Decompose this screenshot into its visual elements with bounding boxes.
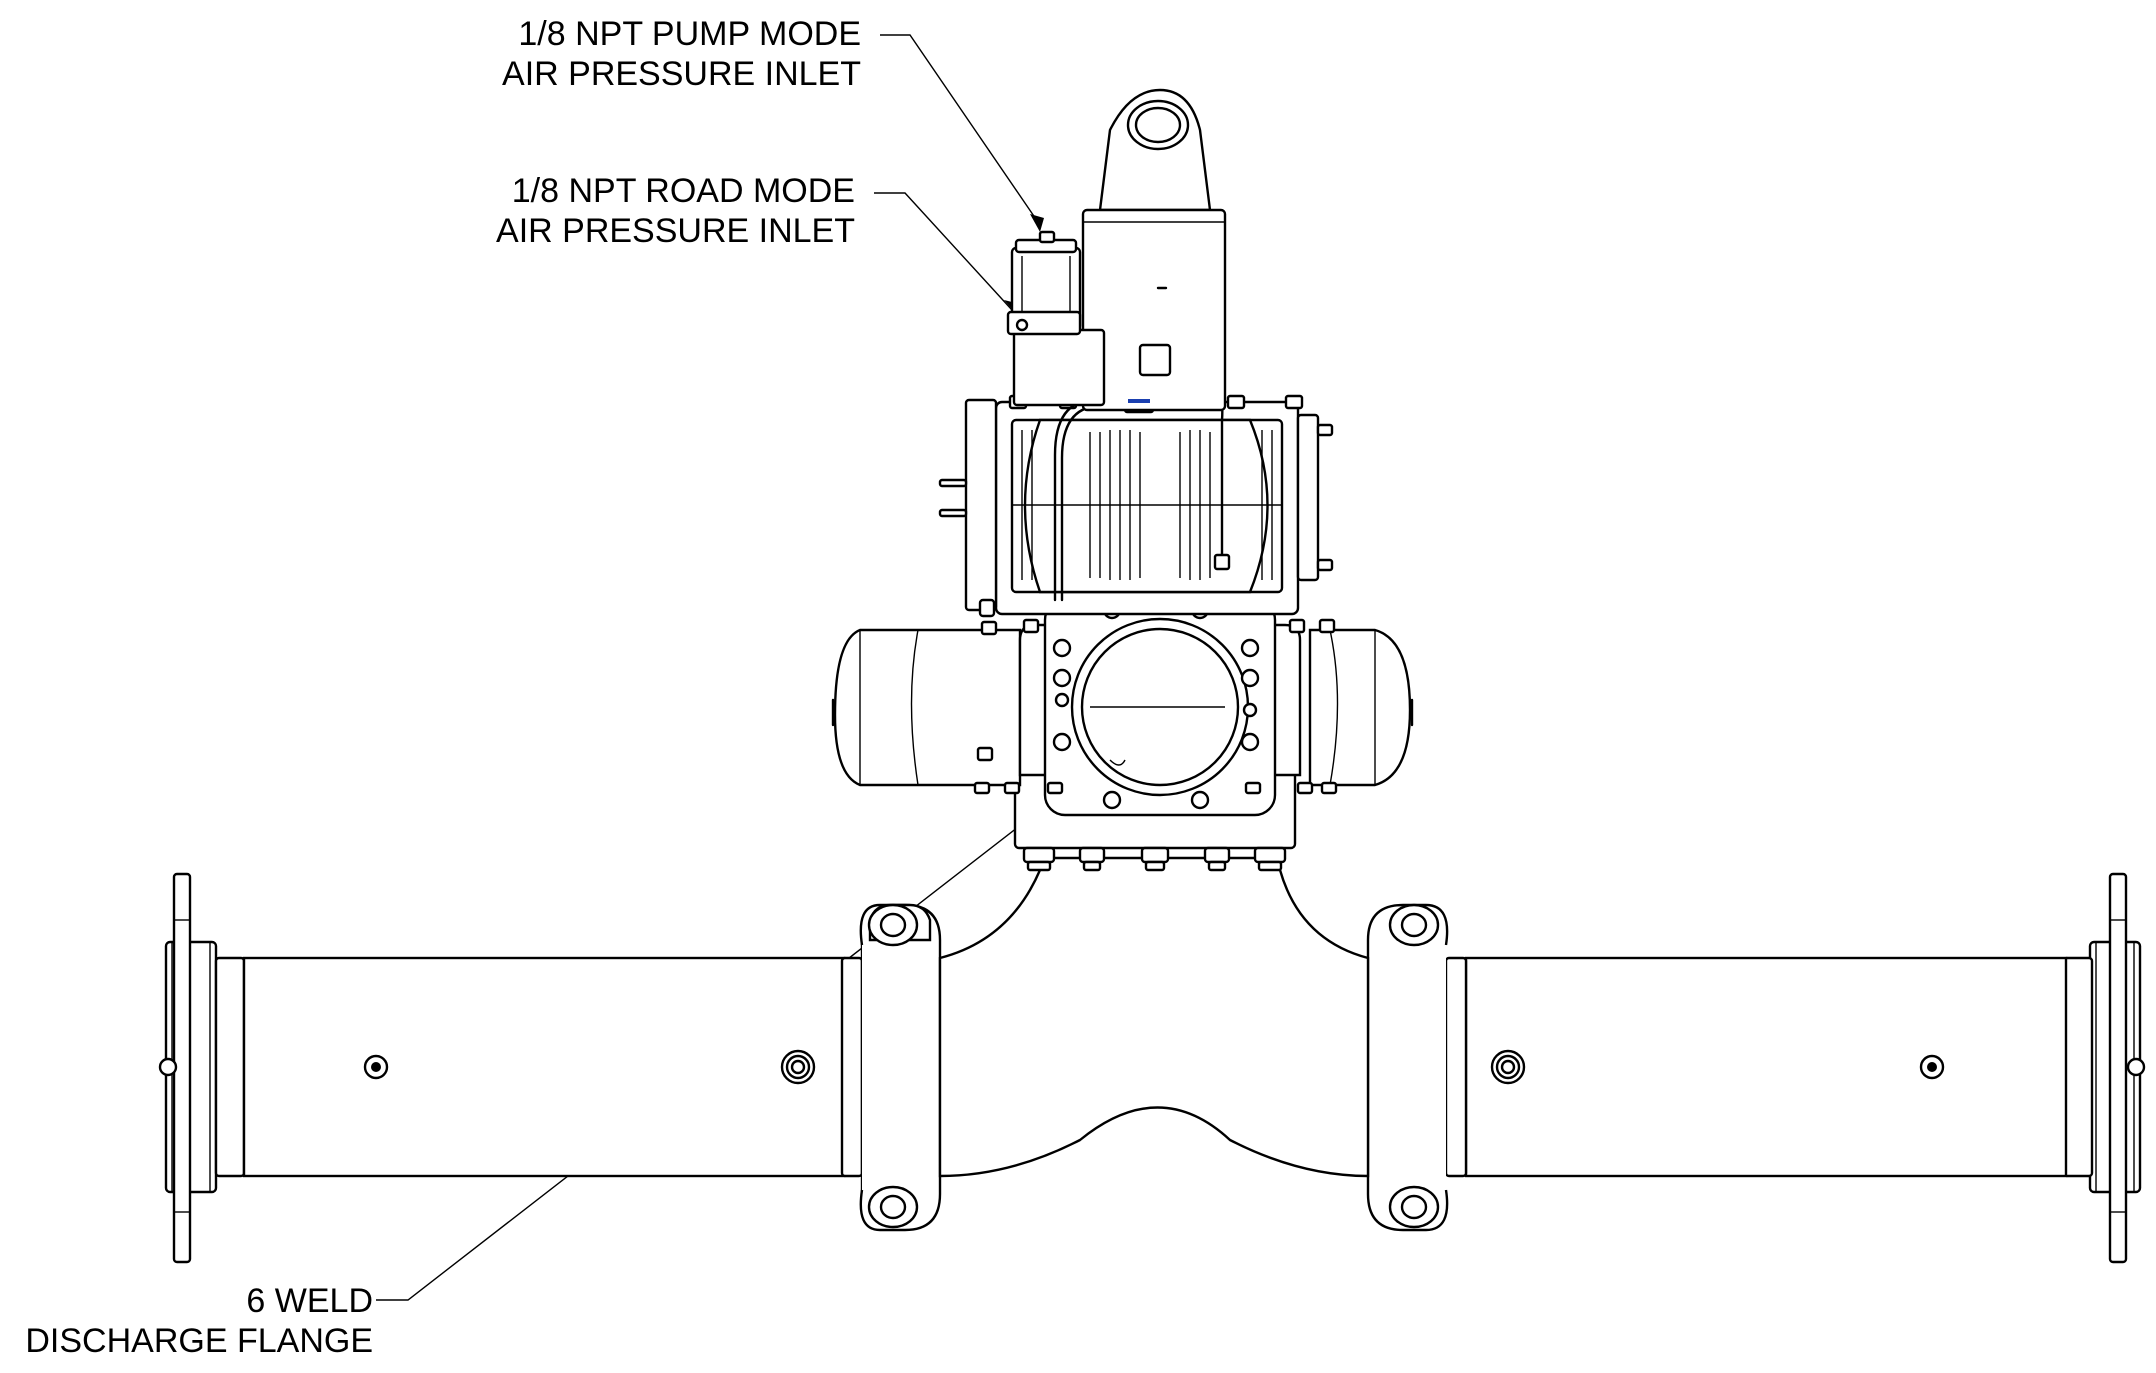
cooling-fins <box>1012 430 1282 580</box>
road-mode-callout-line2: AIR PRESSURE INLET <box>496 212 855 250</box>
brake-cylinder <box>1081 88 1227 412</box>
right-tank <box>1308 628 1412 787</box>
pump-mode-leader <box>880 34 1041 226</box>
pump-mode-callout: 1/8 NPT PUMP MODE AIR PRESSURE INLET <box>502 14 861 94</box>
tank-bolts <box>973 618 1338 795</box>
left-pipe-body <box>242 956 846 1178</box>
left-tank <box>833 628 1022 787</box>
road-mode-callout-line1: 1/8 NPT ROAD MODE <box>511 172 855 210</box>
valve-assembly <box>1006 230 1172 407</box>
pump-mode-arrowhead <box>1030 214 1044 232</box>
center-wye <box>938 856 1370 1178</box>
side-tanks <box>831 628 1414 787</box>
pump-mode-callout-line1: 1/8 NPT PUMP MODE <box>518 15 861 53</box>
right-end-rod <box>2108 872 2128 1264</box>
discharge-flange-callout: 6 WELD DISCHARGE FLANGE <box>25 1281 373 1361</box>
road-mode-leader <box>874 192 1013 311</box>
right-pipe <box>1366 872 2146 1264</box>
left-pipe <box>158 872 942 1264</box>
right-pipe-body <box>1464 956 2068 1178</box>
discharge-flange-callout-line2: DISCHARGE FLANGE <box>25 1322 373 1360</box>
wye-body <box>938 856 1370 1178</box>
cylinder-body <box>1081 208 1227 412</box>
road-mode-callout: 1/8 NPT ROAD MODE AIR PRESSURE INLET <box>496 171 855 251</box>
pump-mode-callout-line2: AIR PRESSURE INLET <box>502 55 861 93</box>
tube-fitting-accent <box>1128 399 1150 403</box>
discharge-flange <box>973 598 1338 817</box>
discharge-flange-callout-line1: 6 WELD <box>246 1282 373 1320</box>
housing-bolts <box>1022 846 1287 872</box>
